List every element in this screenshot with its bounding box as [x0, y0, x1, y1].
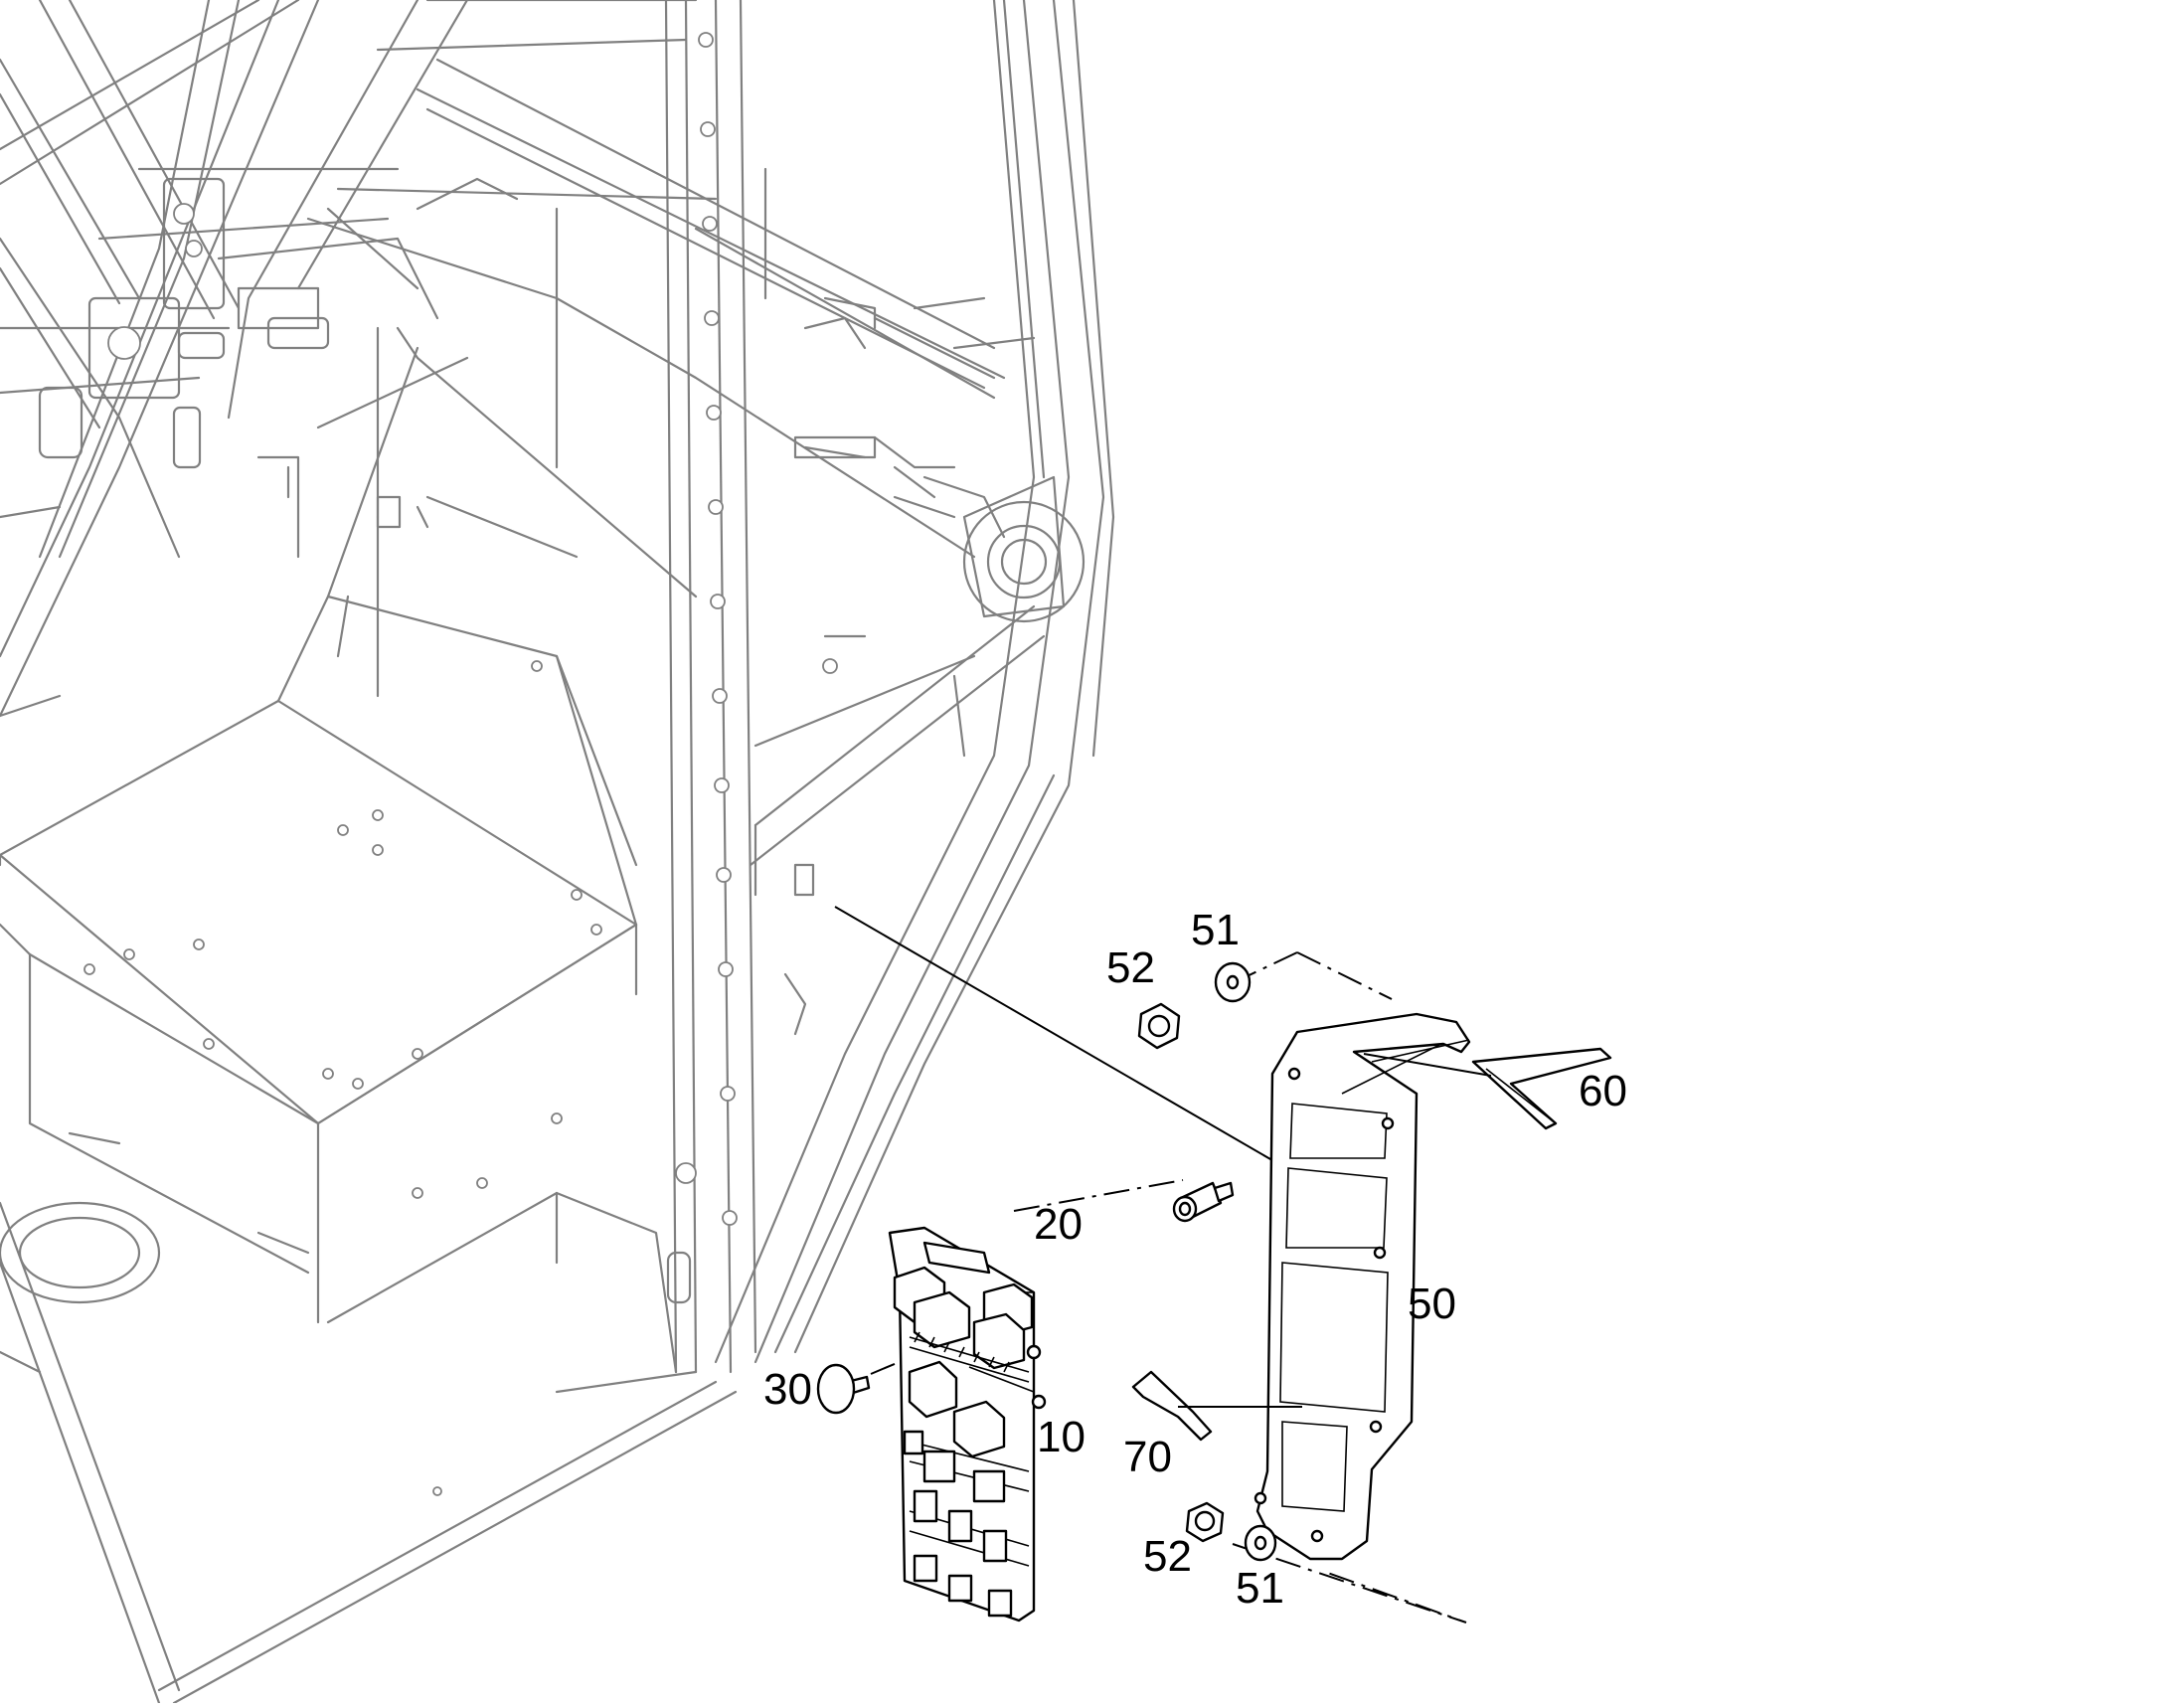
relay-board-10	[888, 1226, 1047, 1623]
mounting-bracket-50	[1254, 1012, 1471, 1561]
callout-10: 10	[1037, 1413, 1086, 1461]
seat-box	[0, 346, 678, 1374]
door-frame-right	[714, 0, 1115, 1364]
callout-52-bottom: 52	[1143, 1532, 1192, 1581]
callout-52-top: 52	[1106, 943, 1155, 992]
washer-51-top	[1214, 961, 1252, 1003]
exploded-parts: 20 30 10 50 51 52 60 70 52 51	[763, 906, 1627, 1623]
center-pillar	[664, 0, 757, 1374]
callout-30: 30	[763, 1365, 812, 1414]
cab-floor	[0, 1201, 738, 1705]
nut-52-top	[1137, 1002, 1181, 1050]
callout-20: 20	[1034, 1200, 1083, 1249]
dashdot-line-top-left	[1240, 951, 1298, 980]
bar-60	[1363, 1047, 1612, 1130]
callout-50: 50	[1408, 1280, 1456, 1328]
dashdot-line-top	[1296, 951, 1393, 1000]
cab-frame	[0, 0, 1115, 1705]
roof-panels	[177, 0, 1036, 598]
dashdot-line-bottom	[1232, 1543, 1467, 1623]
callout-60: 60	[1579, 1067, 1627, 1115]
washer-51-bottom	[1244, 1524, 1277, 1562]
upper-left-struts	[0, 0, 469, 718]
clip-70	[1131, 1370, 1302, 1442]
callout-51-top: 51	[1191, 906, 1240, 954]
callout-labels: 20 30 10 50 51 52 60 70 52 51	[763, 906, 1627, 1613]
screw-30	[816, 1363, 871, 1415]
spacer-20	[1172, 1181, 1235, 1223]
assembly-line-main	[834, 906, 1278, 1164]
dashdot-line-spacer	[1013, 1179, 1184, 1212]
callout-51-bottom: 51	[1236, 1564, 1284, 1613]
callout-70: 70	[1123, 1433, 1172, 1481]
nut-52-bottom	[1185, 1501, 1225, 1543]
